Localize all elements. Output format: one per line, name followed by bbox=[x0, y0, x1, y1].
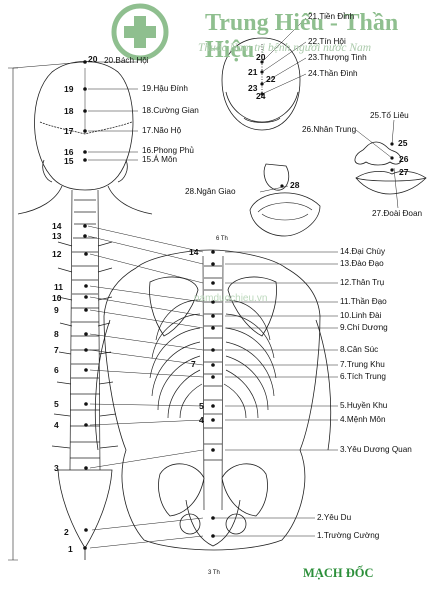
point-label: 26.Nhân Trung bbox=[302, 125, 357, 134]
pelvis bbox=[158, 463, 205, 517]
point-label: 7.Trung Khu bbox=[340, 360, 385, 369]
point-label: 28.Ngân Giao bbox=[185, 187, 236, 196]
point-number: 9 bbox=[54, 305, 59, 315]
point-number: 24 bbox=[256, 91, 266, 101]
point-label: 3.Yêu Dương Quan bbox=[340, 445, 412, 454]
point-number: 20 bbox=[256, 52, 266, 62]
brand-logo: Trung Hiếu - Thần Hiệu Thuốc Nam trị bện… bbox=[110, 2, 440, 63]
point-number: 25 bbox=[398, 138, 408, 148]
point-label: 22.Tín Hội bbox=[308, 37, 346, 46]
point-label: 11.Thần Đạo bbox=[340, 297, 387, 306]
spine-column bbox=[51, 189, 119, 471]
point-label: 5.Huyền Khu bbox=[340, 401, 388, 410]
acupoint-dots bbox=[83, 60, 394, 550]
point-number: 21 bbox=[248, 67, 258, 77]
brand-tagline: Thuốc Nam trị bệnh người nước Nam bbox=[198, 42, 372, 54]
point-number: 15 bbox=[64, 156, 74, 166]
top-marker: 6 Th bbox=[216, 236, 228, 242]
bottom-marker: 3 Th bbox=[208, 570, 220, 576]
brand-name: Trung Hiếu - Thần Hiệu bbox=[205, 10, 399, 63]
point-number: 26 bbox=[399, 154, 409, 164]
point-number: 14 bbox=[52, 221, 62, 231]
point-label: 6.Tích Trung bbox=[340, 372, 386, 381]
point-label: 12.Thân Trụ bbox=[340, 278, 385, 287]
point-number: 10 bbox=[52, 293, 62, 303]
point-label: 27.Đoài Đoan bbox=[372, 209, 423, 218]
point-label: 10.Linh Đài bbox=[340, 311, 382, 320]
point-label: 20.Bách Hội bbox=[104, 56, 149, 65]
point-label: 15.Á Môn bbox=[142, 155, 178, 164]
leader-lines bbox=[87, 17, 399, 549]
point-label: 24.Thần Đình bbox=[308, 69, 358, 78]
point-label: 14.Đại Chùy bbox=[340, 247, 386, 256]
point-number: 7 bbox=[54, 345, 59, 355]
point-number: 2 bbox=[64, 527, 69, 537]
point-label: 23.Thượng Tinh bbox=[308, 53, 367, 62]
point-number: 4 bbox=[199, 415, 204, 425]
point-label: 25.Tố Liêu bbox=[370, 111, 409, 120]
point-number: 1 bbox=[68, 544, 73, 554]
medical-cross-icon bbox=[111, 3, 169, 61]
point-number: 16 bbox=[64, 147, 74, 157]
point-number: 8 bbox=[54, 329, 59, 339]
point-number: 13 bbox=[52, 231, 62, 241]
left-scapula bbox=[149, 276, 199, 337]
point-number: 5 bbox=[54, 399, 59, 409]
rib-cage bbox=[149, 299, 277, 419]
finger bbox=[263, 163, 290, 191]
point-label: 16.Phong Phủ bbox=[142, 146, 194, 155]
point-label: 18.Cường Gian bbox=[142, 106, 199, 115]
lips-outline bbox=[355, 170, 427, 195]
neck-outline bbox=[17, 185, 63, 215]
point-label: 19.Hậu Đính bbox=[142, 84, 188, 93]
point-number: 28 bbox=[290, 180, 300, 190]
point-number: 22 bbox=[266, 74, 276, 84]
torso-outline bbox=[103, 249, 321, 551]
point-label: 8.Cân Súc bbox=[340, 345, 379, 354]
point-number: 19 bbox=[64, 84, 74, 94]
point-number: 4 bbox=[54, 420, 59, 430]
diagram-title: MẠCH ĐỐC bbox=[303, 566, 374, 580]
head-front-outline bbox=[221, 37, 301, 131]
point-label: 13.Đào Đạo bbox=[340, 259, 384, 268]
right-scapula bbox=[227, 276, 277, 337]
point-number: 17 bbox=[64, 126, 74, 136]
point-label: 9.Chí Dương bbox=[340, 323, 388, 332]
mouth-outline bbox=[249, 192, 321, 237]
point-number: 23 bbox=[248, 83, 258, 93]
point-label: 2.Yêu Du bbox=[317, 513, 352, 522]
point-number: 6 bbox=[54, 365, 59, 375]
point-label: 21.Tiền Đỉnh bbox=[308, 12, 355, 21]
nose-outline bbox=[354, 141, 402, 166]
point-label: 17.Não Hộ bbox=[142, 126, 182, 135]
skull-outline bbox=[34, 61, 134, 191]
point-number: 3 bbox=[54, 463, 59, 473]
point-number: 18 bbox=[64, 106, 74, 116]
point-number: 7 bbox=[191, 359, 196, 369]
point-label: 4.Mệnh Môn bbox=[340, 415, 386, 424]
point-label: 1.Trường Cường bbox=[317, 531, 380, 540]
point-number: 12 bbox=[52, 249, 62, 259]
point-number: 14 bbox=[189, 247, 199, 257]
point-number: 11 bbox=[54, 282, 63, 292]
point-number: 5 bbox=[199, 401, 204, 411]
point-number: 27 bbox=[399, 167, 409, 177]
watermark-text: namduochieu.vn bbox=[194, 293, 268, 304]
point-number: 20 bbox=[88, 54, 98, 64]
